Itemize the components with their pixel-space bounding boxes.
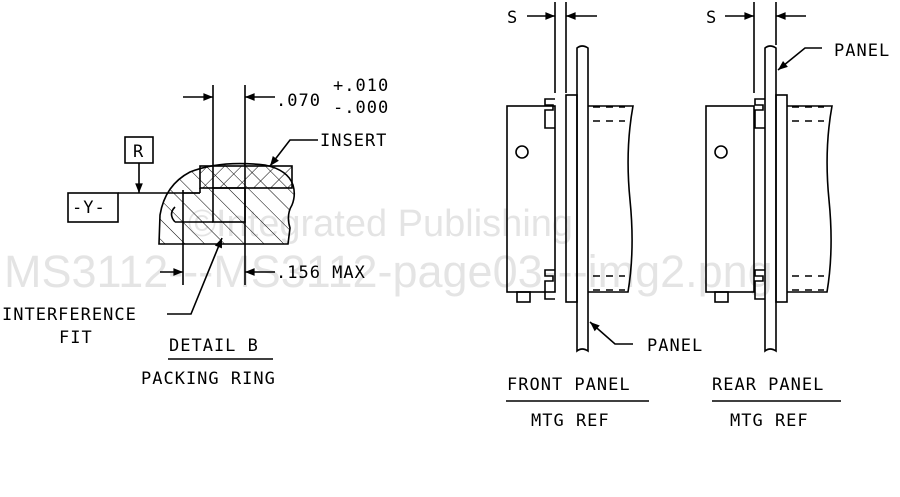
- tolerance-minus: -.000: [333, 98, 389, 118]
- s-dimension-label: S: [507, 8, 518, 28]
- rear-panel-title: REAR PANEL: [712, 375, 824, 395]
- tolerance-plus: +.010: [333, 76, 389, 96]
- connector-foot: [516, 291, 531, 303]
- connector-hole: [515, 145, 529, 159]
- insert-hatching: [200, 166, 292, 188]
- dim-156-max: .156 MAX: [276, 263, 366, 283]
- connector-foot: [714, 291, 729, 303]
- panel: [764, 45, 777, 353]
- dim-070: .070: [276, 91, 321, 111]
- panel-leader: [777, 47, 822, 71]
- detail-b-packing-ring: .070 +.010 -.000 .156 MAX R -Y- INSERT I…: [2, 76, 389, 389]
- mounting-notches: [544, 98, 555, 300]
- connector-body: [705, 105, 755, 293]
- rear-panel-mounting: S PANEL REAR PANEL MTG REF: [705, 2, 890, 431]
- datum-r-label: R: [133, 142, 144, 162]
- interference-leader: [167, 237, 223, 315]
- flange: [775, 94, 788, 303]
- detail-b-subtitle: PACKING RING: [141, 369, 276, 389]
- front-panel-subtitle: MTG REF: [531, 411, 610, 431]
- detail-b-title: DETAIL B: [169, 336, 259, 356]
- rear-panel-subtitle: MTG REF: [730, 411, 809, 431]
- front-panel-mounting: S PANEL FRONT PANEL MTG REF: [506, 2, 703, 431]
- mounting-notches: [754, 98, 765, 300]
- panel-label: PANEL: [647, 336, 703, 356]
- s-dimension-label: S: [706, 8, 717, 28]
- datum-y-box: [67, 192, 119, 223]
- front-panel-title: FRONT PANEL: [507, 375, 631, 395]
- insert-label: INSERT: [320, 131, 387, 151]
- panel-label: PANEL: [834, 41, 890, 61]
- connector-hole: [714, 145, 728, 159]
- connector-rear-body: [787, 105, 833, 293]
- interference-label: INTERFERENCE: [2, 305, 137, 325]
- insert-leader: [269, 139, 318, 167]
- connector-rear-body: [588, 105, 634, 293]
- datum-y-label: -Y-: [72, 198, 106, 218]
- panel: [576, 45, 589, 353]
- watermark-line1: ©Integrated Publishing: [188, 203, 573, 245]
- fit-label: FIT: [59, 328, 93, 348]
- watermark-line2: MS3112---MS3112-page03---img2.png: [4, 246, 773, 297]
- panel-leader: [589, 321, 633, 345]
- connector-body: [506, 105, 556, 293]
